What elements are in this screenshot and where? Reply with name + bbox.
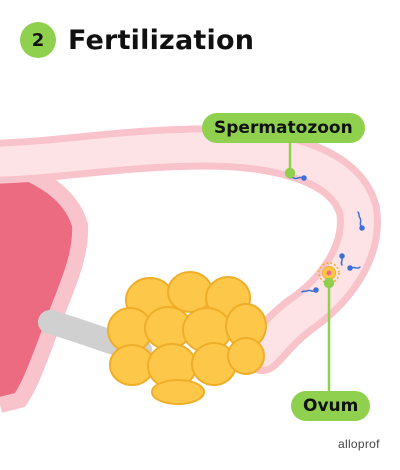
spermatozoon-5 [301, 287, 319, 293]
ovary [107, 271, 267, 405]
header: 2 Fertilization [20, 22, 254, 58]
brand-logo: alloprof [338, 437, 380, 451]
spermatozoon-2 [357, 211, 365, 231]
ovum-leader [323, 277, 335, 392]
ovum-label: Ovum [291, 391, 371, 421]
spermatozoa [287, 175, 365, 293]
spermatozoon-3 [339, 253, 345, 266]
step-number-badge: 2 [20, 22, 56, 58]
uterus-wall [0, 157, 89, 413]
spermatozoon-4 [347, 265, 361, 271]
page-title: Fertilization [68, 24, 255, 56]
spermatozoon-label: Spermatozoon [202, 113, 365, 143]
uterus [0, 165, 81, 405]
fallopian-tube [0, 132, 374, 367]
spermatozoon-leader [284, 142, 296, 179]
